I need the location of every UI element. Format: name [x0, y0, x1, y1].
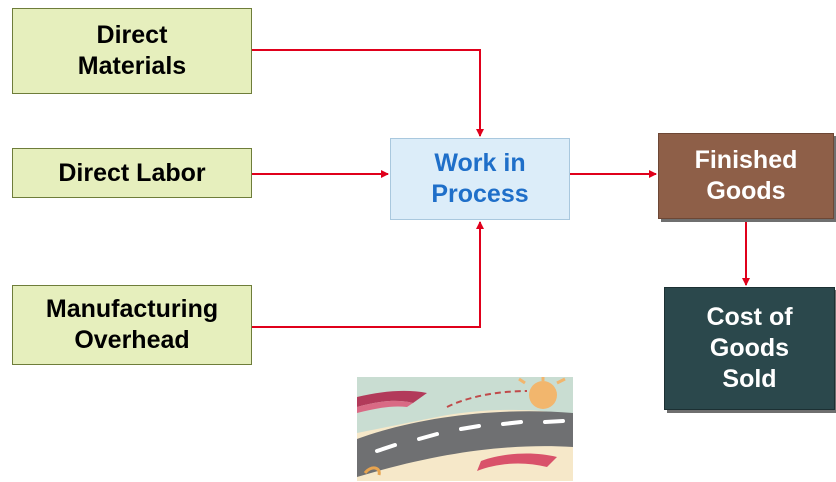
cost-of-goods-sold-box: Cost of Goods Sold — [664, 287, 835, 410]
finished-goods-box: Finished Goods — [658, 133, 834, 219]
direct-labor-label: Direct Labor — [58, 158, 206, 187]
work-in-process-label: Work in Process — [431, 149, 529, 208]
direct-labor-box: Direct Labor — [12, 148, 252, 198]
manufacturing-overhead-label: Manufacturing Overhead — [45, 295, 219, 354]
arrow-direct-materials-to-wip — [252, 49, 484, 137]
finished-goods-label: Finished Goods — [694, 146, 798, 205]
direct-materials-box: Direct Materials — [12, 8, 252, 94]
manufacturing-overhead-box: Manufacturing Overhead — [12, 285, 252, 365]
cost-of-goods-sold-label: Cost of Goods Sold — [706, 303, 793, 393]
road-clipart-icon — [357, 377, 573, 481]
work-in-process-box: Work in Process — [390, 138, 570, 220]
direct-materials-label: Direct Materials — [77, 21, 187, 80]
arrow-overhead-to-wip — [252, 221, 484, 328]
